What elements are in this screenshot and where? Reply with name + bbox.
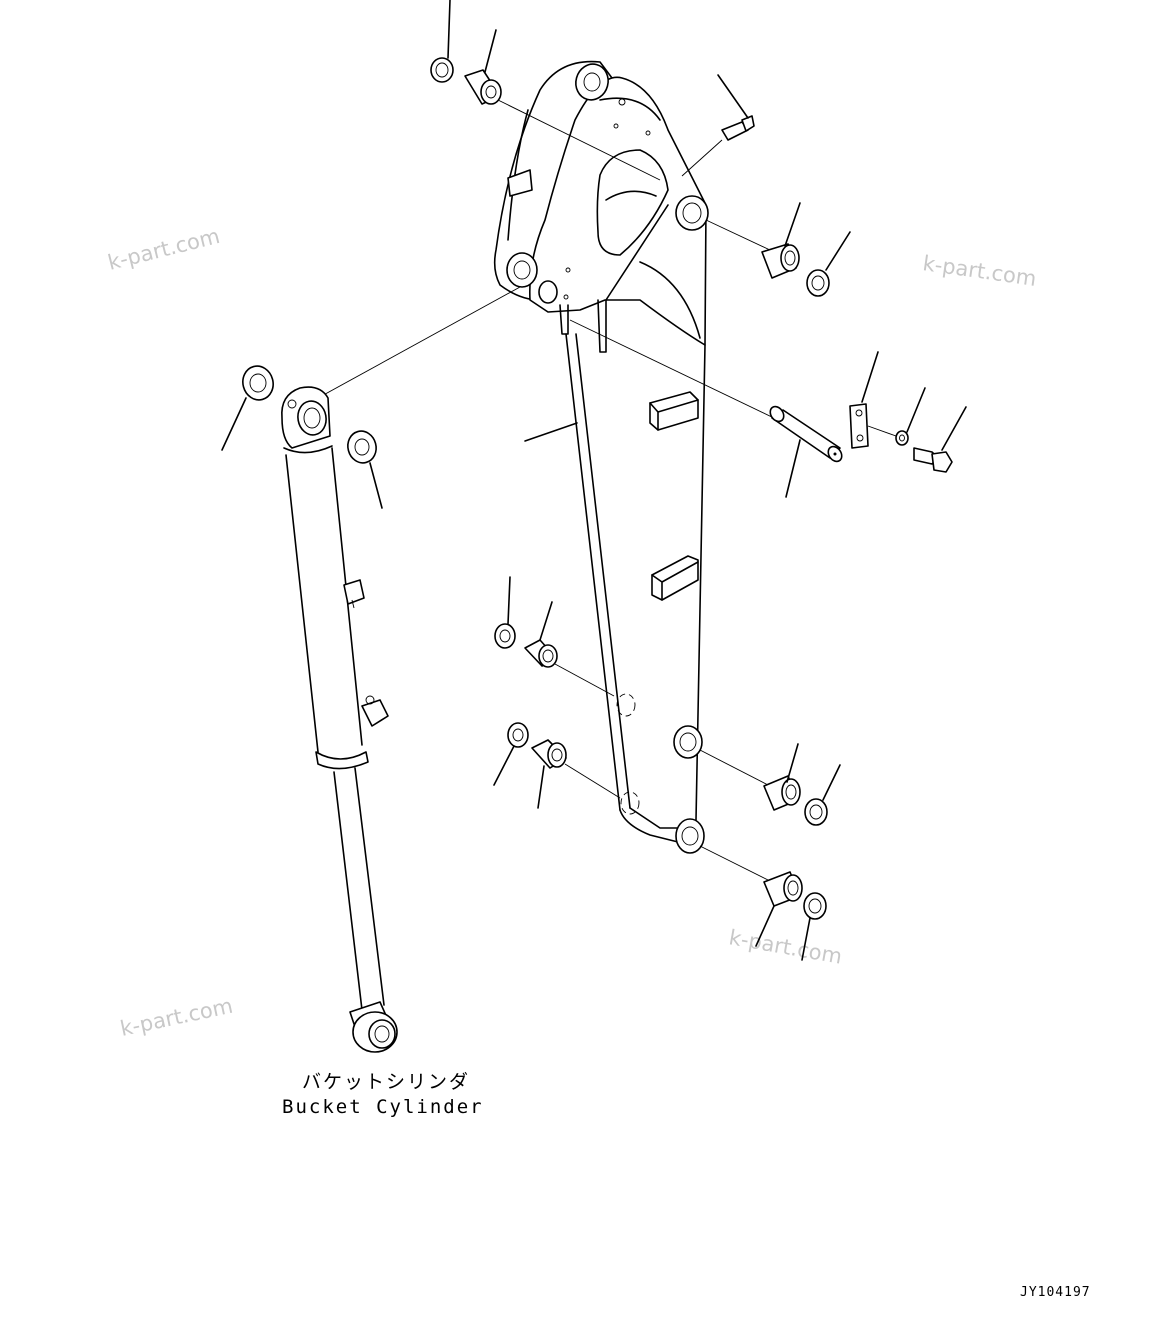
pin-assembly <box>569 319 967 498</box>
arm-assembly <box>493 60 709 854</box>
left-lower-bushing-set <box>493 722 621 809</box>
watermark-middle: k-part.com <box>727 925 844 968</box>
caption-japanese: バケットシリンダ <box>302 1071 470 1093</box>
watermark-top-right: k-part.com <box>921 251 1038 291</box>
left-middle-bushing-set <box>494 576 615 697</box>
top-bushing-set <box>430 0 661 181</box>
arm-callout-line <box>524 422 578 442</box>
caption-english: Bucket Cylinder <box>282 1096 484 1118</box>
watermark-bottom-left: k-part.com <box>118 994 235 1041</box>
watermark-top-left: k-part.com <box>105 224 222 275</box>
grease-nipple <box>681 74 755 177</box>
right-lower-bushing-set <box>699 743 841 961</box>
right-top-bushing-set <box>705 202 851 297</box>
drawing-code: JY104197 <box>1020 1285 1091 1300</box>
bucket-cylinder <box>221 286 521 1053</box>
